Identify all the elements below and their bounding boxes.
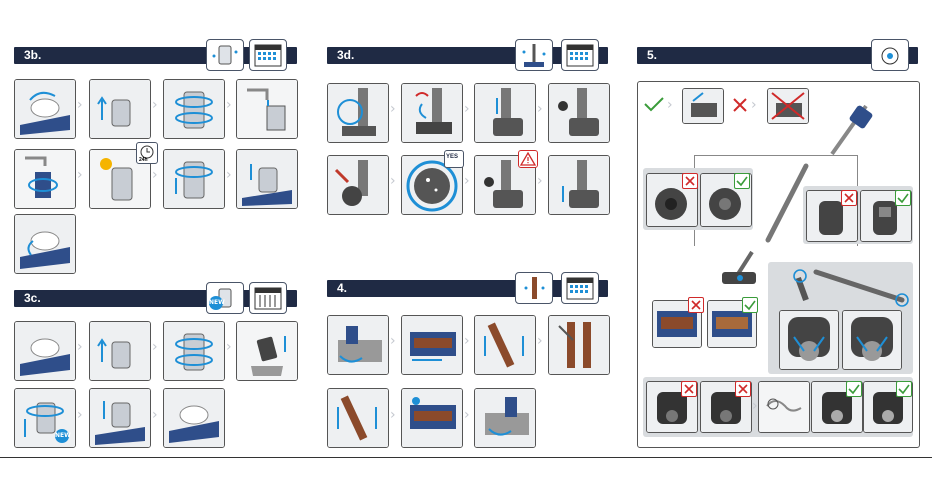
chevron-right-icon: › (752, 399, 758, 413)
step-panel (401, 315, 463, 375)
check-icon (895, 190, 911, 206)
chevron-right-icon: › (464, 102, 470, 116)
calendar-icon (249, 282, 287, 314)
section-label: 3d. (337, 48, 354, 62)
chevron-right-icon: › (390, 174, 396, 188)
cross-icon (682, 173, 698, 189)
check-icon (643, 96, 665, 112)
chevron-right-icon: › (152, 168, 158, 182)
filter-icon: NEW (206, 282, 244, 314)
step-panel (14, 149, 76, 209)
yes-label: YES (446, 154, 458, 160)
cross-icon (732, 97, 748, 113)
step-panel (327, 315, 389, 375)
chevron-right-icon: › (77, 98, 83, 112)
step-panel (14, 79, 76, 139)
step-panel (236, 321, 298, 381)
chevron-right-icon: › (390, 102, 396, 116)
step-panel (548, 315, 610, 375)
step-panel (548, 83, 610, 143)
chevron-right-icon: › (152, 340, 158, 354)
cross-icon (735, 381, 751, 397)
step-panel (327, 155, 389, 215)
warning-icon (518, 150, 538, 168)
step-panel: NEW (14, 388, 76, 448)
page-divider (0, 457, 932, 458)
calendar-icon (249, 39, 287, 71)
check-icon (896, 381, 912, 397)
step-panel (548, 155, 610, 215)
chevron-right-icon: › (537, 174, 543, 188)
chevron-right-icon: › (751, 98, 757, 112)
section-label: 5. (647, 48, 657, 62)
chevron-right-icon: › (537, 102, 543, 116)
filter-icon (206, 39, 244, 71)
calendar-icon (561, 272, 599, 304)
step-panel (89, 79, 151, 139)
cross-icon (841, 190, 857, 206)
step-panel (474, 315, 536, 375)
step-panel (163, 79, 225, 139)
step-panel (767, 88, 809, 124)
step-panel (401, 388, 463, 448)
section-label: 3c. (24, 291, 41, 305)
new-badge: NEW (55, 429, 69, 443)
step-panel (327, 83, 389, 143)
clock-icon: 24h (136, 142, 158, 164)
step-panel (14, 214, 76, 274)
chevron-right-icon: › (667, 98, 673, 112)
chevron-right-icon: › (226, 340, 232, 354)
chevron-right-icon: › (464, 174, 470, 188)
step-panel (401, 83, 463, 143)
floor-nozzle (712, 248, 764, 292)
cross-icon (688, 297, 704, 313)
chevron-right-icon: › (152, 98, 158, 112)
calendar-icon (561, 39, 599, 71)
step-panel (236, 149, 298, 209)
step-panel (327, 388, 389, 448)
vacuum-overview (812, 100, 876, 160)
cross-icon (681, 381, 697, 397)
step-panel (842, 310, 902, 370)
check-icon (734, 173, 750, 189)
chevron-right-icon: › (390, 334, 396, 348)
chevron-right-icon: › (226, 98, 232, 112)
sun-icon (100, 158, 112, 170)
section-label: 3b. (24, 48, 41, 62)
chevron-right-icon: › (390, 408, 396, 422)
chevron-right-icon: › (77, 340, 83, 354)
chevron-right-icon: › (152, 408, 158, 422)
step-panel (163, 149, 225, 209)
check-icon (846, 381, 862, 397)
chevron-right-icon: › (537, 334, 543, 348)
tube-with-nozzle (784, 264, 912, 310)
step-panel (779, 310, 839, 370)
yes-badge: YES (444, 150, 464, 168)
time-badge: 24h (139, 157, 148, 163)
step-panel (474, 388, 536, 448)
step-panel (758, 381, 810, 433)
step-panel (682, 88, 724, 124)
step-panel (236, 79, 298, 139)
step-panel (163, 388, 225, 448)
check-icon (742, 297, 758, 313)
new-badge: NEW (209, 296, 223, 310)
step-panel (89, 321, 151, 381)
chevron-right-icon: › (464, 408, 470, 422)
step-panel (474, 83, 536, 143)
chevron-right-icon: › (226, 168, 232, 182)
section-label: 4. (337, 281, 347, 295)
step-panel (163, 321, 225, 381)
chevron-right-icon: › (464, 334, 470, 348)
brush-icon (515, 39, 553, 71)
step-panel (89, 388, 151, 448)
chevron-right-icon: › (77, 168, 83, 182)
brush-icon (515, 272, 553, 304)
nozzle-icon (871, 39, 909, 71)
step-panel (14, 321, 76, 381)
chevron-right-icon: › (77, 408, 83, 422)
